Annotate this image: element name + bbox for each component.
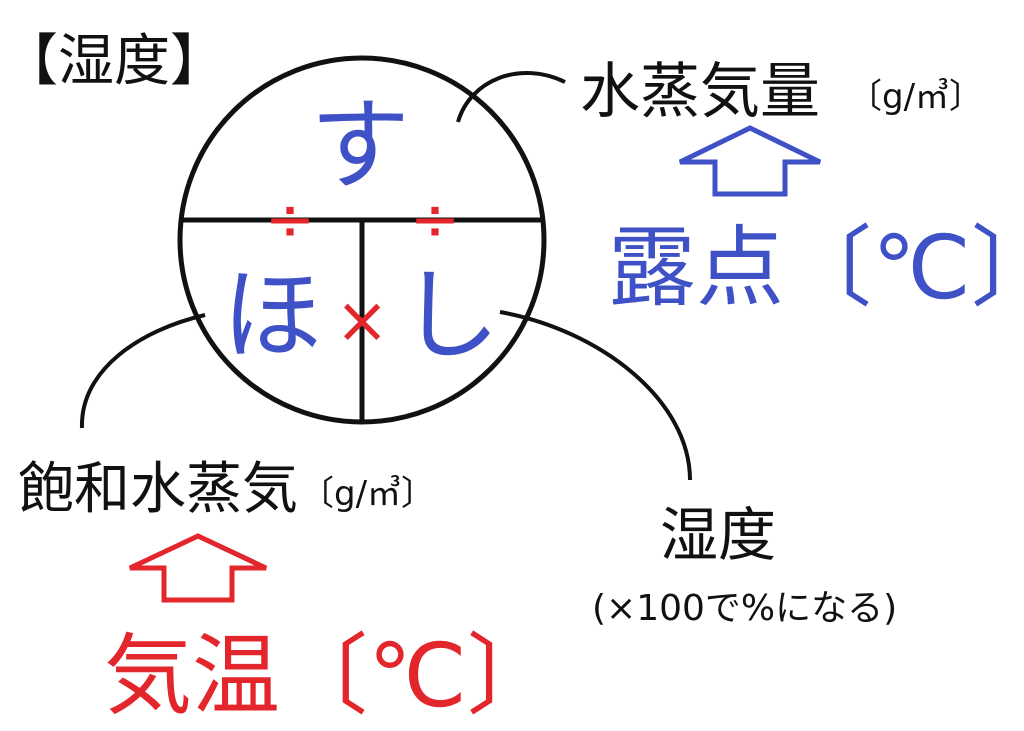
circle-bottom-left-ho: ほ [222,257,322,374]
connector-humidity [499,310,692,481]
saturated-vapor-unit: 〔g/㎥〕 [300,474,435,514]
up-arrow-outline-red-icon [128,533,268,603]
connector-vapor [456,71,566,123]
humidity-label: 湿度 [660,501,776,569]
temperature-label: 気温〔℃〕 [104,624,555,727]
vapor-amount-label: 水蒸気量 [580,57,820,127]
diagram-title: 【湿度】 [2,29,226,94]
dew-point-label: 露点〔℃〕 [608,216,1024,319]
formula-circle [177,55,547,425]
divide-symbol-left: ÷ [265,185,315,255]
multiply-symbol: × [335,284,389,358]
saturated-vapor-label: 飽和水蒸気 [18,457,298,522]
circle-bottom-right-shi: し [400,257,500,374]
divide-symbol-right: ÷ [410,185,460,255]
connector-saturated [79,313,206,429]
humidity-note: (×100で%になる) [592,588,897,629]
up-arrow-outline-blue-icon [678,125,822,197]
circle-top-su: す [310,87,410,204]
vapor-amount-unit: 〔g/㎥〕 [848,77,983,117]
